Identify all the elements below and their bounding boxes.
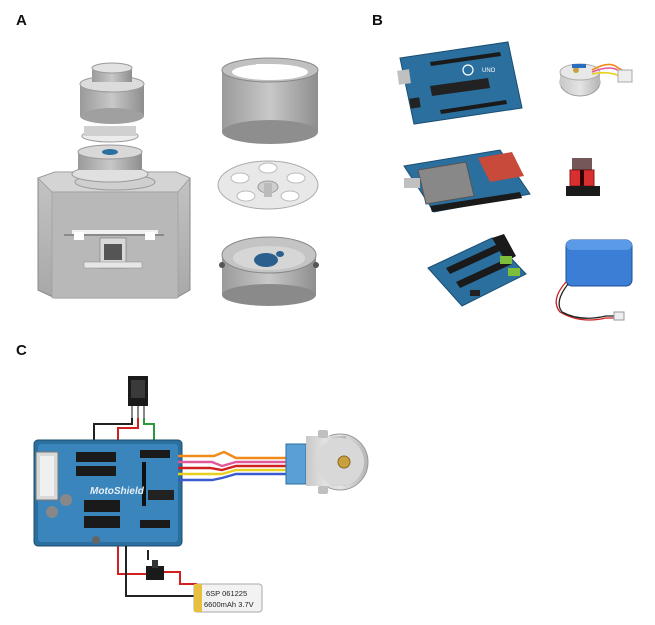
- arduino-uno-board: UNO: [397, 41, 523, 125]
- panel-b-components: UNO: [397, 41, 633, 321]
- panel-label-a: A: [16, 12, 27, 29]
- shield-logo-text: MotoShield: [90, 486, 145, 497]
- arduino-label: UNO: [482, 68, 496, 74]
- lipo-battery: 6SP 061225 6600mAh 3.7V: [193, 583, 263, 613]
- maker-label: ENCODTLAB: [36, 548, 73, 554]
- motor-driver-shield: [427, 234, 527, 307]
- exploded-stack: [71, 62, 149, 183]
- exploded-base-cup: [219, 236, 319, 306]
- panel-label-c: C: [16, 342, 27, 359]
- battery-line-1: 6SP 061225: [206, 589, 247, 598]
- data-logger-shield: [403, 149, 531, 213]
- battery-line-2: 6600mAh 3.7V: [204, 600, 254, 609]
- exploded-encoder-disk: [217, 160, 319, 210]
- panel-label-b: B: [372, 12, 383, 29]
- arduino-motor-shield-board: MotoShield ENCODTLAB: [33, 439, 183, 554]
- stepper-motor: [285, 430, 369, 494]
- panel-c-wiring-diagram: MotoShield ENCODTLAB: [33, 376, 369, 613]
- exploded-ring-top: [221, 57, 319, 144]
- panel-a-assembly: [37, 57, 319, 306]
- power-switch: [146, 560, 164, 580]
- ir-receiver-sensor: [128, 376, 148, 418]
- photo-interrupter-sensor: [566, 158, 600, 196]
- device-base-housing: [37, 171, 191, 299]
- battery-pack-blue: [555, 239, 633, 321]
- stepper-motor-28byj: [559, 63, 633, 97]
